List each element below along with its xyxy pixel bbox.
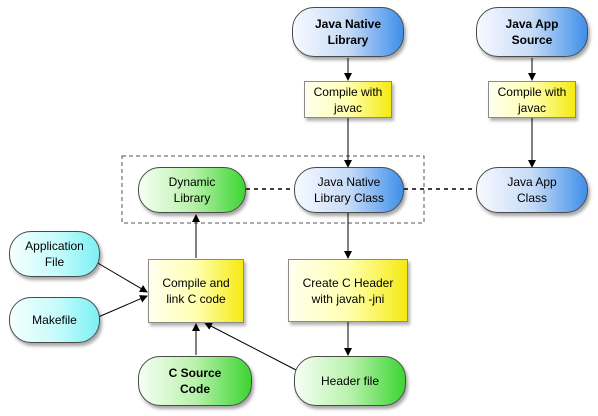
- application-file-node[interactable]: Application File: [9, 231, 100, 277]
- java-app-class-node[interactable]: Java App Class: [476, 167, 588, 213]
- c-source-code-label: C Source Code: [168, 366, 222, 396]
- application-file-label: Application File: [25, 239, 84, 269]
- header-file-label: Header file: [320, 374, 380, 388]
- native-library-group-box: [121, 155, 425, 224]
- makefile-node[interactable]: Makefile: [9, 297, 100, 343]
- compile-javac-app-node[interactable]: Compile with javac: [488, 81, 576, 118]
- java-native-library-class-node[interactable]: Java Native Library Class: [294, 167, 404, 213]
- dynamic-library-label: Dynamic Library: [168, 175, 216, 205]
- create-c-header-label: Create C Header with javah -jni: [302, 275, 394, 306]
- compile-link-c-label: Compile and link C code: [162, 276, 230, 306]
- edge-application-file-to-compile-link: [95, 261, 148, 293]
- java-native-library-node[interactable]: Java Native Library: [292, 7, 404, 57]
- java-native-library-class-label: Java Native Library Class: [313, 175, 385, 205]
- java-app-class-label: Java App Class: [507, 175, 557, 205]
- compile-javac-native-label: Compile with javac: [313, 84, 383, 115]
- makefile-label: Makefile: [32, 313, 77, 327]
- edge-header-file-to-compile-link: [204, 322, 297, 371]
- java-native-library-label: Java Native Library: [314, 17, 382, 47]
- edge-makefile-to-compile-link: [95, 295, 148, 319]
- compile-javac-app-label: Compile with javac: [497, 84, 567, 115]
- compile-javac-native-node[interactable]: Compile with javac: [304, 81, 392, 118]
- create-c-header-node[interactable]: Create C Header with javah -jni: [288, 259, 408, 322]
- dynamic-library-node[interactable]: Dynamic Library: [138, 167, 246, 213]
- header-file-node[interactable]: Header file: [294, 356, 406, 406]
- java-app-source-node[interactable]: Java App Source: [476, 7, 588, 57]
- compile-link-c-node[interactable]: Compile and link C code: [148, 259, 244, 323]
- c-source-code-node[interactable]: C Source Code: [138, 356, 252, 406]
- java-app-source-label: Java App Source: [505, 17, 559, 47]
